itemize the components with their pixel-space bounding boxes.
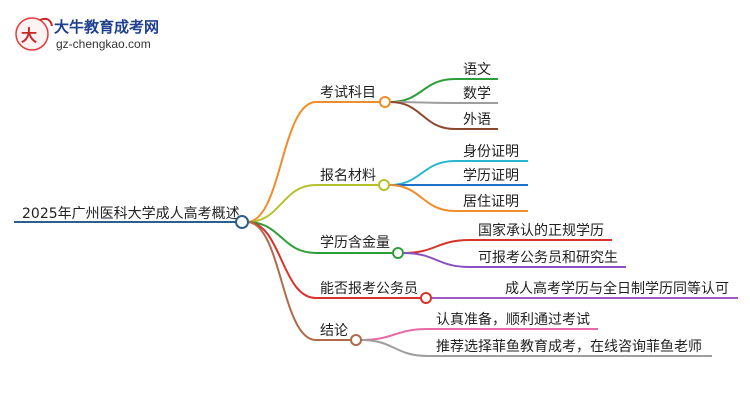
site-logo: 大 大牛教育成考网 gz-chengkao.com	[15, 17, 159, 51]
branch-to-leaf-connector	[402, 252, 471, 268]
leaf-label: 推荐选择菲鱼教育成考，在线咨询菲鱼老师	[436, 338, 702, 355]
leaf-label: 可报考公务员和研究生	[478, 250, 618, 266]
branch-node-circle[interactable]	[392, 247, 404, 259]
branch-to-leaf-connector	[388, 184, 456, 212]
root-to-branch-connector	[246, 184, 317, 223]
logo-site-name: 大牛教育成考网	[54, 18, 159, 36]
logo-site-url: gz-chengkao.com	[56, 37, 151, 51]
branch-to-leaf-connector	[388, 160, 456, 186]
root-to-branch-connector	[246, 221, 317, 341]
root-to-branch-connector	[246, 221, 317, 299]
branch-node-circle[interactable]	[420, 292, 432, 304]
root-to-branch-connector	[246, 101, 317, 223]
branch-to-leaf-connector	[389, 78, 456, 103]
leaf-label: 居住证明	[463, 194, 519, 210]
root-label: 2025年广州医科大学成人高考概述	[22, 205, 240, 222]
edges	[246, 78, 498, 357]
branch-registration-materials[interactable]: 报名材料 身份证明 学历证明 居住证明	[316, 144, 528, 212]
leaf-label: 认真准备，顺利通过考试	[436, 311, 590, 328]
root-node-circle[interactable]	[235, 215, 249, 229]
branch-label: 结论	[320, 323, 348, 339]
branch-label: 考试科目	[320, 85, 376, 101]
branch-conclusion[interactable]: 结论 认真准备，顺利通过考试 推荐选择菲鱼教育成考，在线咨询菲鱼老师	[316, 311, 712, 357]
root-node[interactable]: 2025年广州医科大学成人高考概述	[14, 205, 249, 229]
branch-label: 能否报考公务员	[320, 281, 418, 297]
leaf-label: 国家承认的正规学历	[478, 222, 604, 239]
leaf-label: 数学	[463, 86, 491, 102]
ox-logo-icon: 大	[15, 17, 53, 51]
branch-exam-subjects[interactable]: 考试科目 语文 数学 外语	[316, 62, 498, 130]
branch-node-circle[interactable]	[378, 179, 390, 191]
leaf-label: 学历证明	[463, 168, 519, 184]
branch-to-leaf-connector	[389, 101, 456, 130]
leaf-label: 语文	[463, 62, 491, 78]
branch-to-leaf-connector	[360, 328, 429, 341]
branch-label: 报名材料	[320, 168, 376, 184]
branch-civil-service-eligibility[interactable]: 能否报考公务员 成人高考学历与全日制学历同等认可	[316, 280, 738, 304]
leaf-label: 外语	[463, 112, 491, 128]
svg-text:大: 大	[21, 26, 37, 45]
leaf-label: 成人高考学历与全日制学历同等认可	[505, 280, 729, 297]
branch-node-circle[interactable]	[350, 334, 362, 346]
root-to-branch-connector	[246, 221, 317, 254]
branch-node-circle[interactable]	[379, 96, 391, 108]
branch-to-leaf-connector	[360, 339, 429, 357]
branch-to-leaf-connector	[402, 239, 471, 254]
leaf-label: 身份证明	[463, 144, 519, 160]
branch-label: 学历含金量	[320, 235, 390, 251]
branch-degree-value[interactable]: 学历含金量 国家承认的正规学历 可报考公务员和研究生	[316, 222, 626, 268]
